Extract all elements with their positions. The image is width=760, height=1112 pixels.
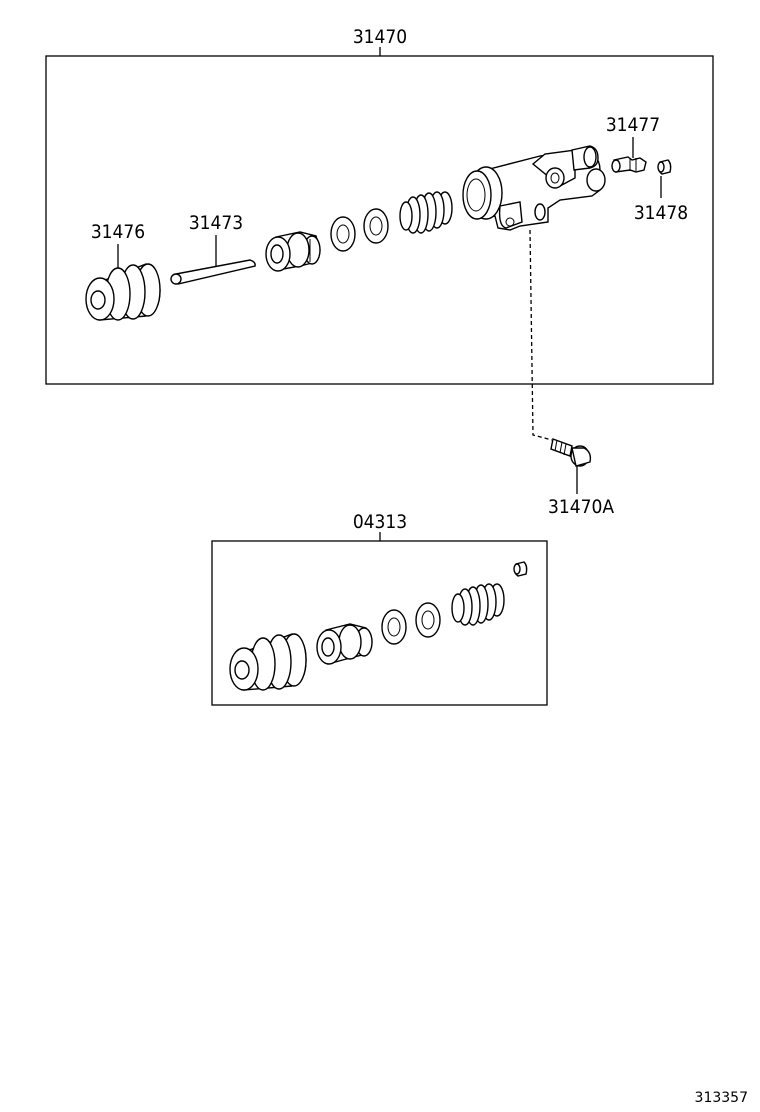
spring-part[interactable] xyxy=(399,191,453,234)
assembly-frame xyxy=(45,55,714,385)
label-bleeder-cap[interactable]: 31478 xyxy=(634,202,688,224)
label-boot[interactable]: 31476 xyxy=(91,221,145,243)
push-rod-part[interactable] xyxy=(170,259,256,285)
label-assembly[interactable]: 31470 xyxy=(353,26,407,48)
piston-part[interactable] xyxy=(265,231,321,272)
assembly-group: 31470 31476 31473 xyxy=(45,26,714,385)
label-bolt[interactable]: 31470A xyxy=(548,496,614,518)
bleeder-cap-part[interactable] xyxy=(657,159,672,175)
kit-group: 04313 xyxy=(211,511,548,706)
bolt-part[interactable] xyxy=(550,438,592,467)
kit-cap-part[interactable] xyxy=(513,561,528,577)
cylinder-body-part[interactable] xyxy=(462,145,606,231)
label-kit[interactable]: 04313 xyxy=(353,511,407,533)
label-push-rod[interactable]: 31473 xyxy=(189,212,243,234)
kit-piston-cup-part[interactable] xyxy=(415,602,441,638)
kit-cup-seal-part[interactable] xyxy=(381,609,407,645)
kit-boot-part[interactable] xyxy=(229,633,307,691)
piston-cup-part[interactable] xyxy=(363,208,389,244)
kit-spring-part[interactable] xyxy=(451,583,505,626)
boot-part[interactable] xyxy=(85,263,161,321)
kit-piston-part[interactable] xyxy=(316,623,373,665)
label-bleeder-plug[interactable]: 31477 xyxy=(606,114,660,136)
bleeder-plug-part[interactable] xyxy=(611,156,647,173)
kit-frame xyxy=(211,540,548,706)
reference-number: 313357 xyxy=(695,1090,748,1106)
dashed-connector xyxy=(529,229,553,441)
cup-seal-part[interactable] xyxy=(330,216,356,252)
